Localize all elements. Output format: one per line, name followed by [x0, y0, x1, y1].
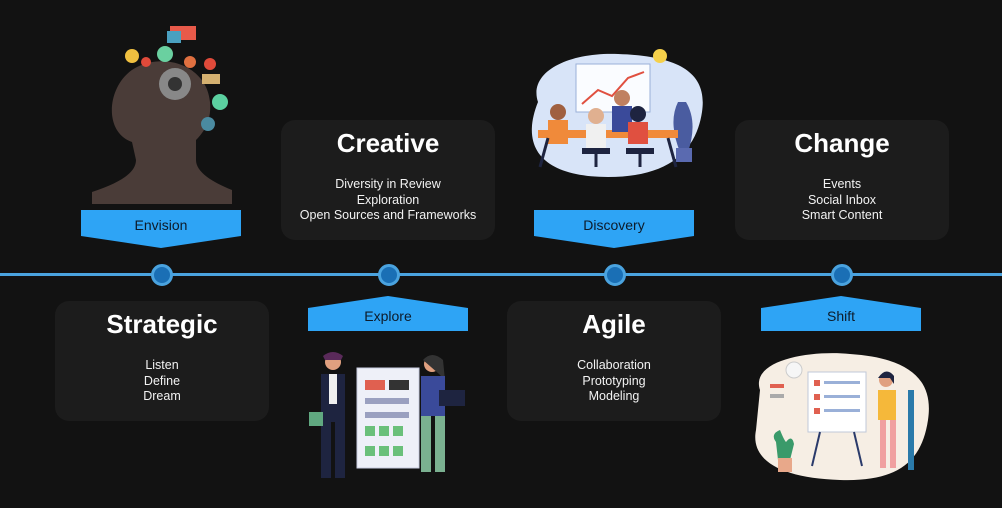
- banner-label: Shift: [826, 308, 855, 324]
- stage-card-agile: Agile Collaboration Prototyping Modeling: [507, 301, 721, 421]
- stage-item: Open Sources and Frameworks: [299, 208, 477, 222]
- timeline-node-explore: [378, 264, 400, 286]
- stage-item: Collaboration: [577, 358, 651, 372]
- banner-discovery: Discovery: [534, 210, 694, 248]
- timeline-node-discovery: [604, 264, 626, 286]
- stage-item: Prototyping: [582, 373, 646, 388]
- stage-item: Smart Content: [801, 208, 883, 222]
- head-gears-icon: [92, 22, 242, 204]
- stage-item: Exploration: [356, 192, 420, 207]
- stage-card-change: Change Events Social Inbox Smart Content: [735, 120, 949, 240]
- stage-card-creative: Creative Diversity in Review Exploration…: [281, 120, 495, 240]
- meeting-presentation-icon: [518, 42, 708, 182]
- stage-item: Modeling: [588, 389, 640, 403]
- team-planning-board-icon: [305, 350, 470, 485]
- timeline-node-envision: [151, 264, 173, 286]
- stage-item: Events: [822, 177, 862, 191]
- stage-title: Strategic: [106, 309, 218, 339]
- woman-whiteboard-checklist-icon: [750, 350, 932, 482]
- banner-shift: Shift: [761, 296, 921, 331]
- stage-item: Dream: [143, 389, 181, 403]
- stage-item: Define: [143, 373, 181, 388]
- stage-item: Social Inbox: [807, 192, 877, 207]
- banner-label: Explore: [364, 308, 412, 324]
- stage-card-strategic: Strategic Listen Define Dream: [55, 301, 269, 421]
- banner-envision: Envision: [81, 210, 241, 248]
- timeline-line: [0, 273, 1002, 276]
- stage-title: Change: [794, 128, 890, 158]
- banner-label: Discovery: [583, 217, 645, 233]
- banner-label: Envision: [134, 217, 188, 233]
- stage-item: Listen: [145, 358, 179, 372]
- stage-title: Agile: [582, 309, 646, 339]
- stage-title: Creative: [336, 128, 440, 158]
- stage-item: Diversity in Review: [335, 177, 441, 191]
- timeline-node-shift: [831, 264, 853, 286]
- banner-explore: Explore: [308, 296, 468, 331]
